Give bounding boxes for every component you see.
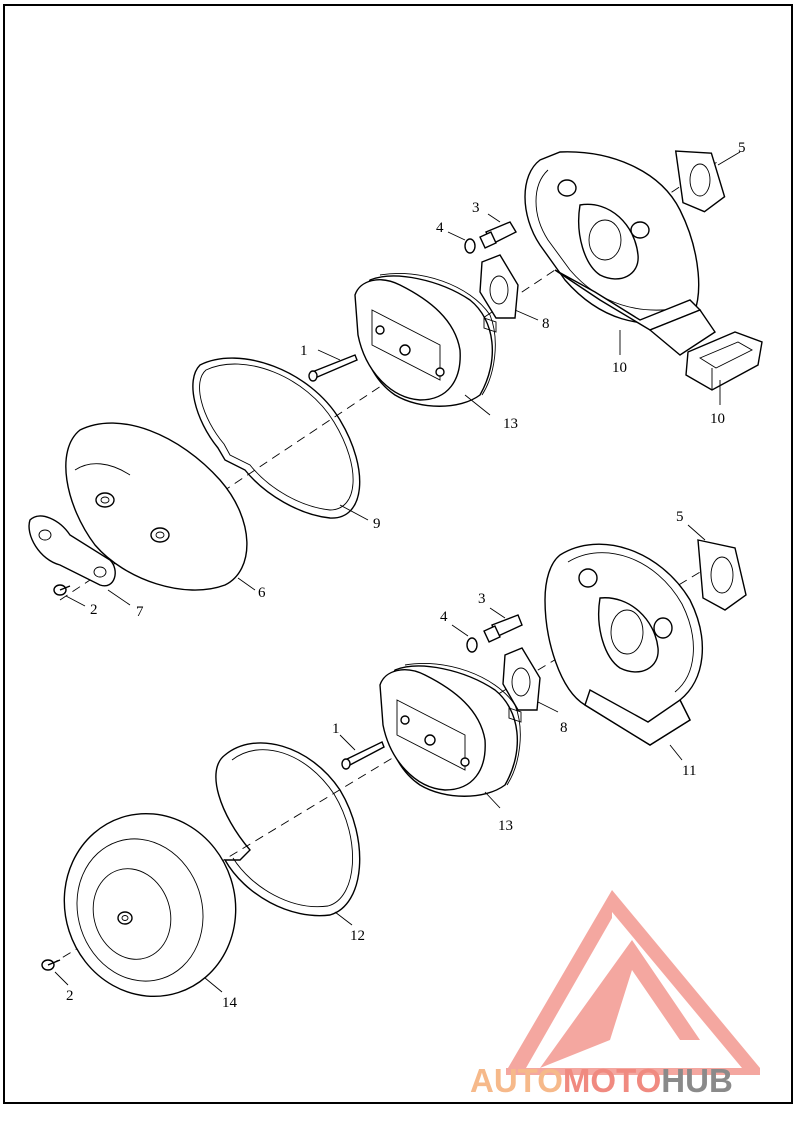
callouts-top: 1 3 4 5 6 7 2 8 9 10 10 13 xyxy=(90,140,746,620)
filter-element-bottom xyxy=(379,662,522,797)
leader-lines-bottom xyxy=(54,524,706,993)
callout-top-5: 5 xyxy=(738,140,746,156)
callout-top-10b: 10 xyxy=(710,411,725,427)
callout-bottom-8: 8 xyxy=(560,720,568,736)
automotohub-logo: AUTOMOTOHUB xyxy=(470,1062,733,1100)
leader-lines-top xyxy=(65,151,741,607)
backplate-top xyxy=(524,151,716,356)
screw-2-top xyxy=(53,584,71,596)
cover-14-bottom xyxy=(63,812,237,998)
gasket-5-bottom xyxy=(697,539,747,611)
callout-top-6: 6 xyxy=(258,585,266,601)
callout-top-9: 9 xyxy=(373,516,381,532)
callout-top-1: 1 xyxy=(300,343,308,359)
callout-top-10a: 10 xyxy=(612,360,627,376)
callout-top-2: 2 xyxy=(90,602,98,618)
gasket-8-bottom xyxy=(502,647,541,711)
callout-bottom-14: 14 xyxy=(222,995,238,1011)
o-ring-4-bottom xyxy=(466,637,478,653)
seal-ring-12-bottom xyxy=(215,742,361,917)
callout-bottom-4: 4 xyxy=(440,609,448,625)
gasket-8-top xyxy=(479,254,519,319)
logo-part-auto: AUTO xyxy=(470,1062,563,1099)
callout-top-8: 8 xyxy=(542,316,550,332)
backplate-bottom xyxy=(544,543,703,746)
gasket-5-top xyxy=(674,150,726,213)
stud-3-top xyxy=(479,221,517,249)
seal-ring-9-top xyxy=(192,357,361,519)
callouts-bottom: 1 3 4 5 2 8 11 12 13 14 xyxy=(66,509,696,1011)
logo-triangle-icon xyxy=(506,890,760,1075)
callout-bottom-13: 13 xyxy=(498,818,513,834)
bracket-7-top xyxy=(28,515,116,587)
diagram-frame xyxy=(3,4,793,1104)
callout-bottom-5: 5 xyxy=(676,509,684,525)
callout-bottom-1: 1 xyxy=(332,721,340,737)
screw-2-bottom xyxy=(41,959,61,971)
callout-bottom-2: 2 xyxy=(66,988,74,1004)
o-ring-4-top xyxy=(464,238,476,254)
screw-1-bottom xyxy=(341,741,385,770)
callout-bottom-3: 3 xyxy=(478,591,486,607)
callout-top-3: 3 xyxy=(472,200,480,216)
callout-bottom-12: 12 xyxy=(350,928,365,944)
filter-element-top xyxy=(354,272,497,407)
callout-top-4: 4 xyxy=(436,220,444,236)
screw-1-top xyxy=(308,354,358,382)
logo-part-moto: MOTO xyxy=(562,1062,662,1099)
logo-part-hub: HUB xyxy=(661,1062,733,1099)
callout-top-13: 13 xyxy=(503,416,518,432)
intake-duct xyxy=(685,331,763,391)
callout-bottom-11: 11 xyxy=(682,763,696,779)
cover-6-top xyxy=(65,422,248,591)
stud-3-bottom xyxy=(483,614,523,643)
callout-top-7: 7 xyxy=(136,604,144,620)
